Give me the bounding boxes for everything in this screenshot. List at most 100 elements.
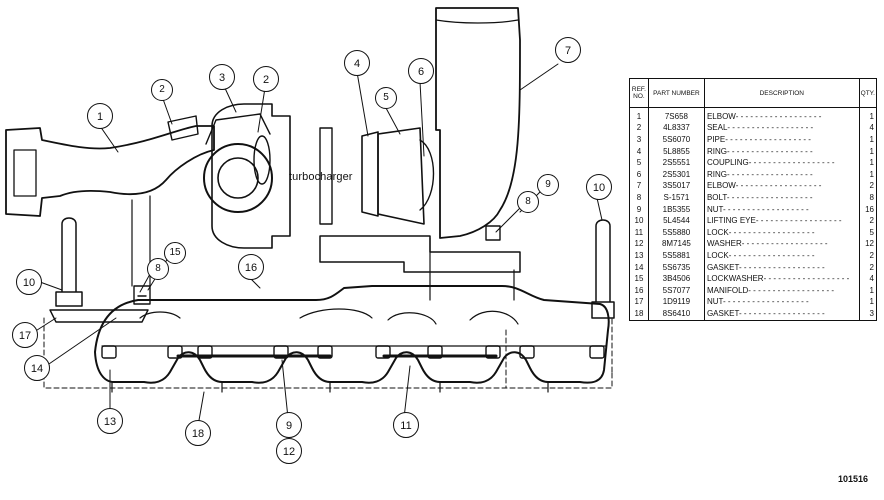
cell-part-number: 5S6735 — [647, 261, 705, 274]
cell-ref: 4 — [629, 145, 649, 158]
cell-qty: 1 — [858, 284, 878, 297]
cell-ref: 8 — [629, 192, 649, 204]
callout-17: 17 — [12, 322, 38, 348]
manifold-studs — [101, 345, 605, 359]
leader-dashes: - - - - - - - - - - - - - - - - - - — [728, 227, 815, 237]
callout-8-left: 8 — [147, 258, 169, 280]
cell-part-number: 2S5551 — [647, 157, 705, 169]
cell-part-number: 3S5017 — [647, 180, 705, 193]
leader-dashes: - - - - - - - - - - - - - - - - - - — [735, 181, 822, 191]
cell-qty: 2 — [858, 215, 878, 227]
cell-description: BOLT- - - - - - - - - - - - - - - - - - — [703, 192, 860, 204]
header-ref: REF. NO. — [629, 78, 649, 108]
cell-part-number: 8M7145 — [647, 238, 705, 251]
leader-dashes: - - - - - - - - - - - - - - - - - - — [748, 285, 835, 295]
callout-6: 6 — [408, 58, 434, 84]
cell-description: PIPE- - - - - - - - - - - - - - - - - - — [703, 134, 860, 146]
leader-dashes: - - - - - - - - - - - - - - - - - - — [726, 192, 813, 202]
callout-7: 7 — [555, 37, 581, 63]
callout-12: 12 — [276, 438, 302, 464]
callout-9-top: 9 — [537, 174, 559, 196]
cell-part-number: 5S5881 — [647, 250, 705, 262]
leader-dashes: - - - - - - - - - - - - - - - - - - — [726, 146, 813, 156]
leader-dashes: - - - - - - - - - - - - - - - - - - — [748, 158, 835, 168]
callout-10-right: 10 — [586, 174, 612, 200]
cell-description: NUT- - - - - - - - - - - - - - - - - - — [703, 296, 860, 309]
leader-dashes: - - - - - - - - - - - - - - - - - - — [763, 274, 850, 284]
cell-ref: 12 — [629, 238, 649, 251]
cell-qty: 12 — [858, 238, 878, 251]
callout-15: 15 — [164, 242, 186, 264]
cell-ref: 1 — [629, 107, 649, 123]
cell-qty: 1 — [858, 145, 878, 158]
engine-outline-dashed — [43, 315, 613, 389]
cell-description: ELBOW- - - - - - - - - - - - - - - - - - — [703, 107, 860, 123]
cell-qty: 1 — [858, 168, 878, 181]
cell-qty: 2 — [858, 261, 878, 274]
cell-part-number: 5S5880 — [647, 226, 705, 239]
cell-description: ELBOW- - - - - - - - - - - - - - - - - - — [703, 180, 860, 193]
manifold-bottom-lip — [111, 381, 549, 393]
cell-description: WASHER- - - - - - - - - - - - - - - - - … — [703, 238, 860, 251]
leader-dashes: - - - - - - - - - - - - - - - - - - — [727, 123, 814, 133]
right-lifting-eye — [591, 219, 615, 319]
cell-ref: 18 — [629, 308, 649, 321]
cell-part-number: 2S5301 — [647, 168, 705, 181]
callout-18: 18 — [185, 420, 211, 446]
cell-description: SEAL- - - - - - - - - - - - - - - - - - — [703, 122, 860, 135]
callout-16: 16 — [238, 254, 264, 280]
cell-ref: 17 — [629, 296, 649, 309]
cell-ref: 9 — [629, 203, 649, 216]
turbocharger-body — [131, 103, 291, 287]
coupling-assembly — [319, 127, 435, 225]
cell-part-number: S-1571 — [647, 192, 705, 204]
leader-dashes: - - - - - - - - - - - - - - - - - - — [738, 262, 825, 272]
cell-part-number: 5S7077 — [647, 284, 705, 297]
cell-part-number: 1B5355 — [647, 203, 705, 216]
callout-4: 4 — [344, 50, 370, 76]
table-header-row: REF. NO. PART NUMBER DESCRIPTION QTY. — [629, 78, 878, 108]
mounting-post — [429, 237, 515, 301]
leader-dashes: - - - - - - - - - - - - - - - - - - — [755, 216, 842, 226]
callout-9-bottom: 9 — [276, 412, 302, 438]
cell-part-number: 3B4506 — [647, 273, 705, 285]
leader-dashes: - - - - - - - - - - - - - - - - - - — [722, 297, 809, 307]
cell-part-number: 8S6410 — [647, 308, 705, 321]
exhaust-manifold — [94, 285, 610, 384]
callout-5: 5 — [375, 87, 397, 109]
leader-dashes: - - - - - - - - - - - - - - - - - - — [735, 111, 822, 121]
elbow-bolt — [485, 225, 501, 241]
cell-qty: 1 — [858, 134, 878, 146]
left-lifting-eye — [55, 217, 83, 307]
callout-13: 13 — [97, 408, 123, 434]
cell-ref: 6 — [629, 168, 649, 181]
left-elbow-flange — [13, 149, 37, 197]
cell-qty: 16 — [858, 203, 878, 216]
cell-qty: 1 — [858, 296, 878, 309]
vertical-elbow-rim — [435, 19, 519, 24]
callout-2: 2 — [151, 79, 173, 101]
vertical-elbow — [435, 7, 521, 239]
cell-description: LOCK- - - - - - - - - - - - - - - - - - — [703, 226, 860, 239]
header-qty: QTY. — [858, 78, 878, 108]
cell-ref: 5 — [629, 157, 649, 169]
cell-description: RING- - - - - - - - - - - - - - - - - - — [703, 145, 860, 158]
cell-qty: 1 — [858, 107, 878, 123]
cell-part-number: 5L8855 — [647, 145, 705, 158]
left-elbow — [5, 125, 215, 217]
turbocharger-label: turbocharger — [289, 171, 353, 183]
cell-qty: 4 — [858, 273, 878, 285]
